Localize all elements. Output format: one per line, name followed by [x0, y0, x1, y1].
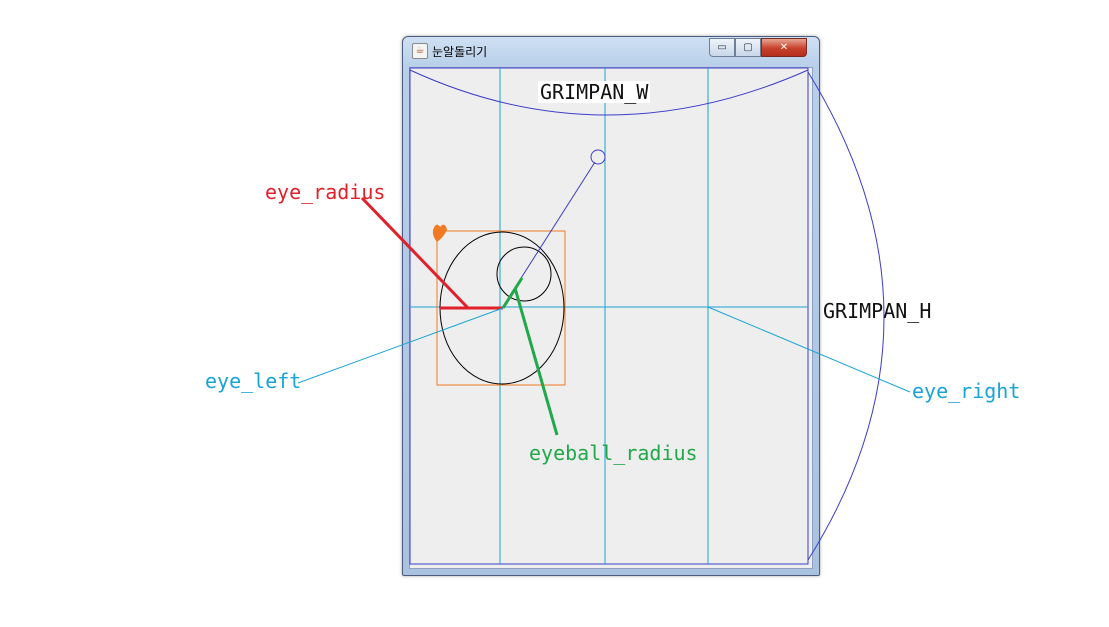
- eye-bounding-box: [436, 230, 566, 386]
- eyeball-radius-label: eyeball_radius: [529, 441, 698, 465]
- eye-left-label: eye_left: [205, 369, 302, 393]
- app-window: ☕ 눈알돌리기 ▭ ▢ ✕: [402, 36, 820, 576]
- eyeball-radius-leader: [513, 287, 559, 436]
- width-brace: [409, 69, 809, 116]
- minimize-button[interactable]: ▭: [709, 38, 735, 57]
- mouse-pointer-circle: [590, 149, 606, 165]
- eye-right-leader: [707, 306, 911, 393]
- eye-radius-label: eye_radius: [265, 180, 386, 204]
- eyeball-circle: [496, 246, 552, 302]
- grimpan-h-label: GRIMPAN_H: [823, 299, 932, 323]
- grimpan-w-label: GRIMPAN_W: [538, 80, 651, 104]
- origin-marker-icon: [432, 224, 447, 242]
- eye-radius-leader: [360, 196, 470, 310]
- eye-left-leader: [297, 307, 504, 384]
- close-button[interactable]: ✕: [761, 38, 807, 57]
- window-title: 눈알돌리기: [432, 45, 488, 59]
- eye-right-label: eye_right: [912, 379, 1021, 403]
- maximize-button[interactable]: ▢: [735, 38, 761, 57]
- height-brace: [807, 71, 885, 561]
- canvas-frame: [409, 67, 809, 565]
- eyeball-radius-line: [501, 277, 524, 309]
- java-app-icon: ☕: [412, 43, 428, 59]
